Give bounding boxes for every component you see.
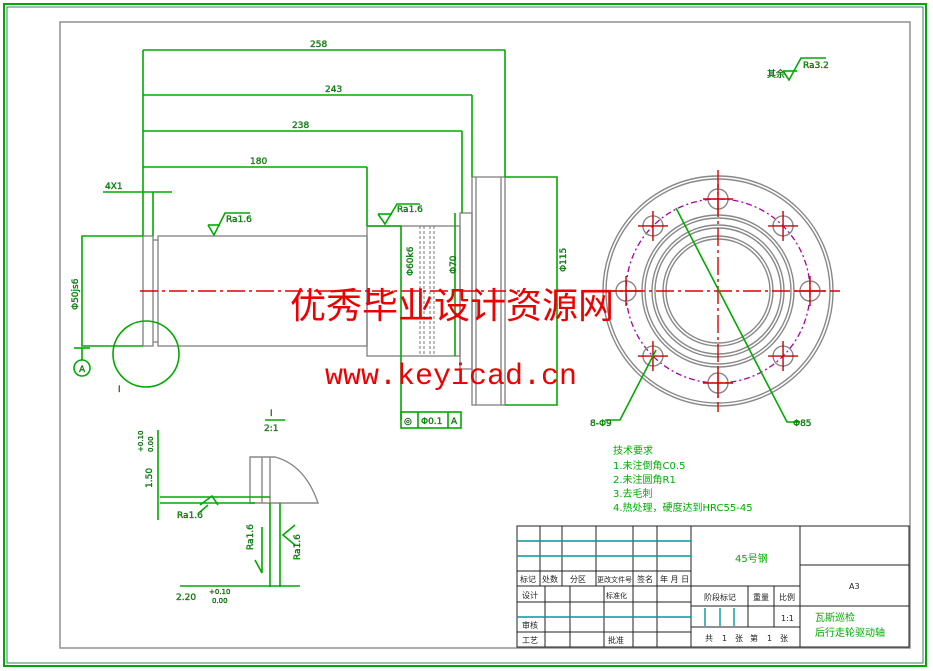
label-weight: 重量 bbox=[753, 592, 769, 602]
roughness-value: Ra1.6 bbox=[293, 534, 303, 560]
label-stage-mark: 阶段标记 bbox=[704, 592, 736, 602]
sheet-info: 第 bbox=[750, 633, 758, 643]
paper-size: A3 bbox=[849, 582, 860, 591]
outer-border-inner bbox=[6, 6, 924, 664]
label-approve: 批准 bbox=[608, 635, 624, 645]
dim-shoulder-dia: Φ70 bbox=[449, 255, 459, 274]
header-count: 处数 bbox=[542, 574, 558, 584]
dim-243: 243 bbox=[325, 85, 342, 95]
technical-requirements: 技术要求 1.未注倒角C0.5 2.未注圆角R1 3.去毛刺 4.热处理，硬度达… bbox=[613, 444, 753, 514]
roughness-value: Ra1.6 bbox=[177, 511, 203, 521]
dim-groove: 4X1 bbox=[105, 182, 123, 192]
detail-label: I bbox=[270, 409, 273, 419]
flange-end-view: Φ85 8-Φ9 bbox=[590, 170, 840, 429]
header-signature: 签名 bbox=[637, 574, 653, 584]
detail-scale: 2:1 bbox=[264, 424, 278, 434]
tech-req-item: 2.未注圆角R1 bbox=[613, 473, 676, 486]
dim-bearing-dia: Φ60k6 bbox=[406, 246, 416, 276]
label-standardization: 标准化 bbox=[606, 591, 627, 600]
bolt-holes-dim: 8-Φ9 bbox=[590, 419, 612, 429]
tech-req-item: 4.热处理，硬度达到HRC55-45 bbox=[613, 501, 753, 514]
datum-a-symbol bbox=[73, 359, 91, 377]
material: 45号钢 bbox=[735, 552, 768, 565]
label-process: 工艺 bbox=[522, 636, 538, 645]
detail-marker: I bbox=[118, 385, 121, 395]
roughness-value: Ra1.6 bbox=[397, 205, 423, 215]
detail-depth-tol-lower: 0.00 bbox=[212, 597, 228, 605]
dim-flange-dia: Φ115 bbox=[559, 248, 569, 272]
header-zone: 分区 bbox=[570, 575, 586, 584]
dim-258: 258 bbox=[310, 40, 327, 50]
detail-view: 1.50 +0.10 0.00 2.20 +0.10 0.00 Ra1.6 Ra… bbox=[137, 430, 319, 605]
detail-circle bbox=[112, 320, 180, 388]
watermark-title: 优秀毕业设计资源网 bbox=[290, 286, 614, 327]
watermark-url: www.keyicad.cn bbox=[325, 360, 577, 394]
tech-req-title: 技术要求 bbox=[613, 444, 653, 457]
label-design: 设计 bbox=[522, 590, 538, 600]
sheet-info: 张 bbox=[780, 634, 788, 643]
drawing-frame bbox=[59, 21, 911, 649]
sheet-info: 1 bbox=[767, 634, 772, 643]
detail-depth-tol-upper: +0.10 bbox=[209, 588, 230, 596]
tech-req-item: 3.去毛刺 bbox=[613, 488, 653, 500]
drawing-name: 瓦斯巡检 bbox=[815, 611, 855, 624]
tolerance-datum: A bbox=[451, 417, 458, 427]
dim-238: 238 bbox=[292, 121, 309, 131]
scale-value: 1:1 bbox=[781, 614, 794, 623]
dim-shaft-dia: Φ50js6 bbox=[71, 278, 81, 310]
shaft-front-view bbox=[140, 176, 520, 406]
header-mark: 标记 bbox=[520, 574, 536, 584]
dimensions: 258 243 238 180 4X1 Φ50js6 A Φ60k6 Φ70 Φ… bbox=[71, 40, 829, 429]
roughness-other-label: 其余 bbox=[767, 68, 785, 80]
roughness-value: Ra1.6 bbox=[246, 524, 256, 550]
title-block: 标记 处数 分区 更改文件号 签名 年 月 日 设计 标准化 审核 工艺 批准 … bbox=[516, 525, 910, 648]
roughness-symbol: Ra1.6 bbox=[207, 212, 252, 237]
tech-req-item: 1.未注倒角C0.5 bbox=[613, 459, 685, 472]
sheet-info: 张 bbox=[735, 634, 743, 643]
sheet-info: 1 bbox=[722, 634, 727, 643]
geometric-tolerance-frame: ◎ Φ0.1 A bbox=[400, 411, 462, 429]
roughness-value: Ra1.6 bbox=[226, 215, 252, 225]
concentricity-icon: ◎ bbox=[404, 417, 412, 427]
detail-width-dim: 1.50 bbox=[145, 468, 155, 488]
detail-depth-dim: 2.20 bbox=[176, 593, 196, 603]
roughness-symbol: Ra1.6 bbox=[377, 203, 423, 226]
bolt-circle-dim: Φ85 bbox=[793, 419, 812, 429]
roughness-other-value: Ra3.2 bbox=[803, 61, 829, 71]
datum-label: A bbox=[79, 365, 86, 375]
sheet-info: 共 bbox=[705, 634, 713, 643]
label-review: 审核 bbox=[522, 620, 538, 630]
drawing-name: 后行走轮驱动轴 bbox=[815, 626, 885, 639]
detail-width-tol-lower: 0.00 bbox=[147, 436, 155, 452]
header-change-doc: 更改文件号 bbox=[597, 575, 632, 584]
detail-width-tol-upper: +0.10 bbox=[137, 431, 145, 452]
tolerance-value: Φ0.1 bbox=[421, 417, 442, 427]
roughness-other: 其余 Ra3.2 bbox=[767, 57, 829, 82]
label-scale: 比例 bbox=[779, 592, 795, 602]
dim-180: 180 bbox=[250, 157, 267, 167]
header-date: 年 月 日 bbox=[660, 574, 689, 584]
outer-border bbox=[3, 3, 927, 667]
